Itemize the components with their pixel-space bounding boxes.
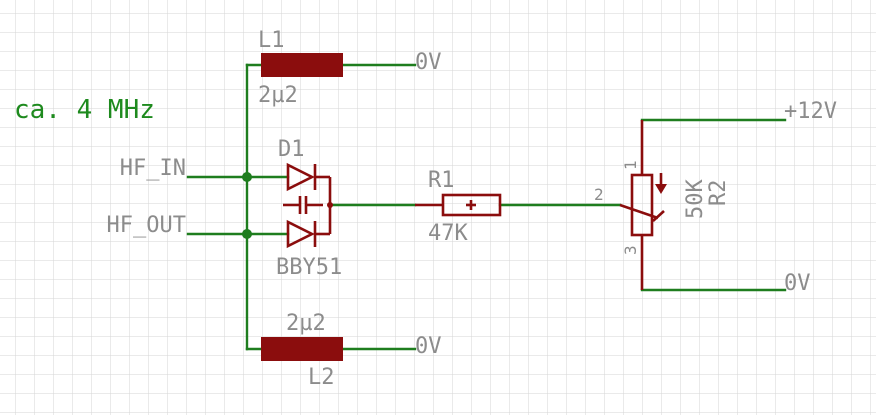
- inductor-l2: [261, 337, 343, 361]
- hf-in-label: HF_IN: [120, 156, 186, 181]
- hf-out-label: HF_OUT: [107, 213, 186, 238]
- l2-value: 2µ2: [286, 311, 326, 336]
- junction-hf-in: [242, 172, 252, 182]
- vcc-label: +12V: [784, 99, 837, 124]
- r2-value: 50K: [683, 179, 708, 219]
- d1-value: BBY51: [276, 255, 342, 280]
- l1-name: L1: [258, 28, 285, 53]
- diode-d1-upper: [286, 162, 315, 192]
- l2-name: L2: [308, 365, 335, 390]
- resistor-r1-body: [441, 193, 502, 217]
- diode-d1: [283, 162, 332, 249]
- l2-gnd-label: 0V: [415, 334, 442, 359]
- r2-pin1-label: 1: [621, 160, 640, 170]
- r2-pin2-label: 2: [594, 185, 604, 204]
- r2-name: R2: [706, 180, 731, 207]
- d1-name: D1: [278, 137, 305, 162]
- wires: [186, 63, 787, 351]
- r2-gnd-label: 0V: [784, 271, 811, 296]
- frequency-note: ca. 4 MHz: [14, 95, 155, 125]
- inductor-l1: [261, 53, 343, 77]
- l1-gnd-label: 0V: [415, 50, 442, 75]
- wiper-arrow-icon: [655, 184, 667, 194]
- potentiometer-r2: [619, 120, 667, 290]
- r1-value: 47K: [428, 221, 468, 246]
- diode-d1-lower: [286, 219, 315, 249]
- r1-name: R1: [428, 168, 455, 193]
- resistor-r1: [415, 193, 502, 217]
- r2-pin3-label: 3: [621, 245, 640, 255]
- junction-hf-out: [242, 229, 252, 239]
- l1-value: 2µ2: [258, 83, 298, 108]
